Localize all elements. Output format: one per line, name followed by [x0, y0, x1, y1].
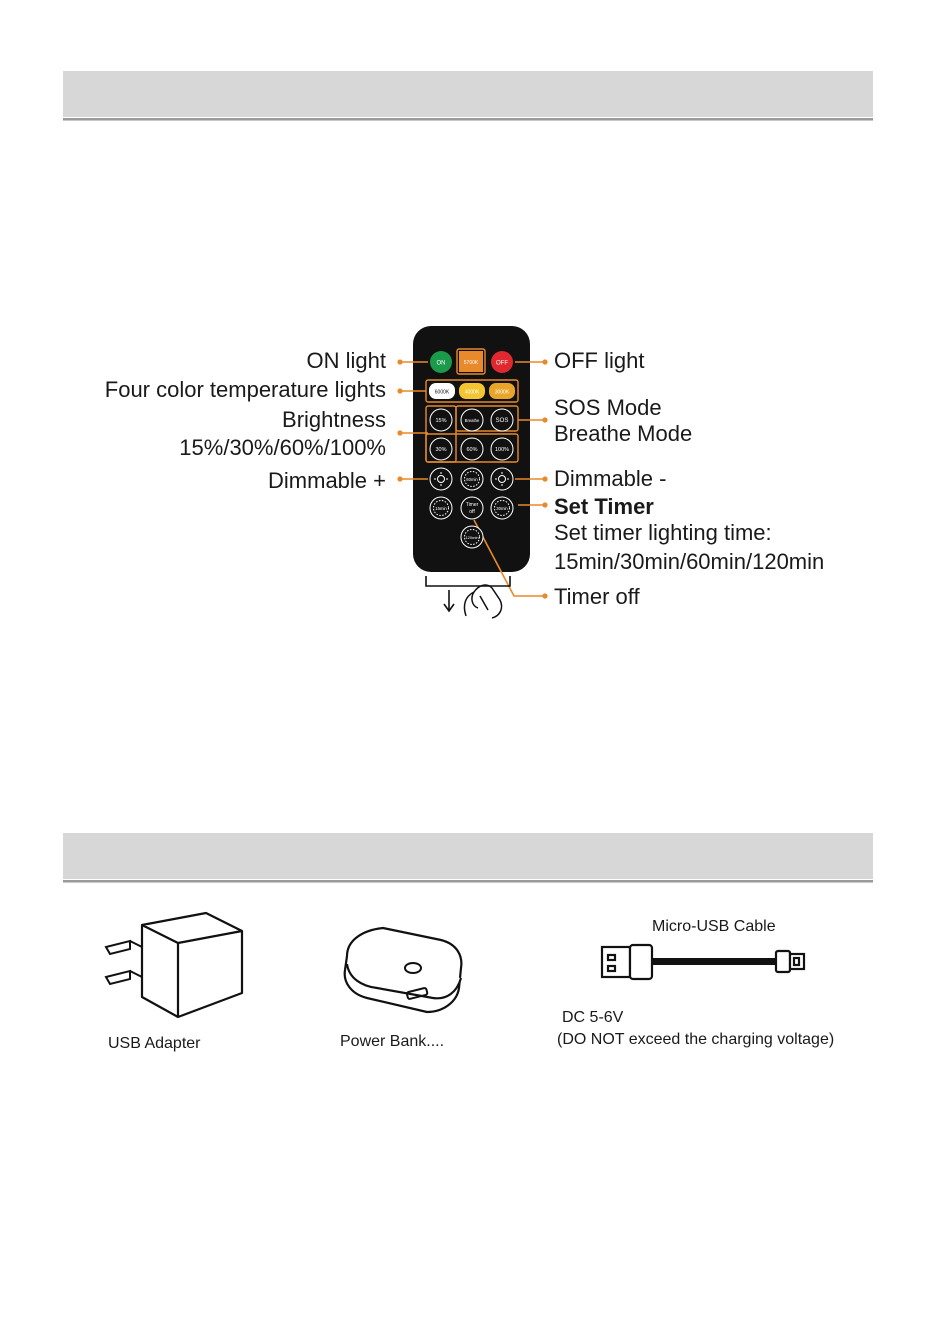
t120-label: 120min — [465, 535, 478, 540]
timer-60-button[interactable] — [460, 467, 484, 491]
section-header-bar-2 — [63, 833, 873, 879]
hand-icon — [463, 584, 503, 619]
timer-off-label-2: off — [469, 509, 475, 515]
t15-label: 15min — [435, 506, 447, 511]
micro-usb-cable-icon — [600, 943, 806, 981]
dimmable-minus-label: Dimmable - — [554, 466, 667, 491]
dimmable-minus-button[interactable] — [490, 467, 514, 491]
on-light-label: ON light — [306, 348, 386, 373]
slide-bracket-icon — [425, 576, 511, 613]
voltage-warning: (DO NOT exceed the charging voltage) — [557, 1031, 835, 1048]
svg-text:OFF: OFF — [496, 361, 508, 367]
brightness-30-button[interactable] — [429, 437, 453, 461]
set-timer-label: Set Timer — [554, 494, 654, 519]
usb-adapter-icon — [104, 911, 244, 1019]
timer-off-label-1: Timer — [466, 502, 479, 508]
svg-text:5700K: 5700K — [464, 360, 479, 366]
6000k-button[interactable]: 6000K — [429, 383, 455, 399]
dc-voltage-label: DC 5-6V — [562, 1009, 624, 1026]
sos-label: SOS — [496, 418, 509, 424]
b30-label: 30% — [435, 447, 446, 453]
4000k-button[interactable]: 4000K — [459, 383, 485, 399]
set-timer-desc-1: Set timer lighting time: — [554, 520, 772, 545]
dimmable-plus-button[interactable] — [429, 467, 453, 491]
b100-label: 100% — [495, 447, 509, 453]
sos-mode-label: SOS Mode — [554, 395, 662, 420]
on-button[interactable]: ON — [430, 351, 452, 373]
3000k-button[interactable]: 3000K — [489, 383, 515, 399]
breathe-button[interactable] — [460, 408, 484, 432]
b15-label: 15% — [435, 418, 446, 424]
svg-text:6000K: 6000K — [435, 390, 450, 396]
power-bank-caption: Power Bank.... — [340, 1033, 445, 1050]
timer-30-button[interactable] — [490, 496, 514, 520]
usb-adapter-caption: USB Adapter — [108, 1035, 201, 1052]
remote-diagram: ON 5700K OFF 6000K 4000K 3000K 15% — [397, 326, 548, 619]
t60-label: 60min — [466, 477, 478, 482]
timer-120-button[interactable] — [460, 525, 484, 549]
sos-button[interactable] — [490, 408, 514, 432]
t30-label: 30min — [496, 506, 508, 511]
cable-title: Micro-USB Cable — [652, 918, 776, 935]
set-timer-desc-2: 15min/30min/60min/120min — [554, 549, 825, 574]
highlight-boxes — [425, 348, 519, 463]
off-button[interactable]: OFF — [491, 351, 513, 373]
timer-off-label: Timer off — [554, 584, 640, 609]
brightness-label: Brightness — [282, 407, 386, 432]
5700k-button[interactable]: 5700K — [459, 351, 483, 372]
timer-off-button[interactable] — [460, 496, 484, 520]
four-color-label: Four color temperature lights — [104, 377, 386, 402]
power-bank-icon — [343, 926, 463, 1014]
svg-text:4000K: 4000K — [465, 390, 480, 396]
svg-text:3000K: 3000K — [495, 390, 510, 396]
sun-plus-icon — [434, 472, 448, 486]
section-header-bar-1 — [63, 71, 873, 117]
sun-minus-icon — [495, 472, 509, 486]
brightness-values-label: 15%/30%/60%/100% — [179, 435, 386, 460]
brightness-15-button[interactable] — [429, 408, 453, 432]
section-rule-2 — [63, 880, 873, 883]
breathe-mode-label: Breathe Mode — [554, 421, 693, 446]
brightness-60-button[interactable] — [460, 437, 484, 461]
timer-15-button[interactable] — [429, 496, 453, 520]
dimmable-plus-label: Dimmable + — [268, 468, 386, 493]
off-light-label: OFF light — [554, 348, 645, 373]
brightness-100-button[interactable] — [490, 437, 514, 461]
breathe-label: Breathe — [465, 418, 480, 423]
section-rule-1 — [63, 118, 873, 121]
svg-text:ON: ON — [437, 361, 446, 367]
leader-lines — [400, 361, 545, 597]
b60-label: 60% — [466, 447, 477, 453]
